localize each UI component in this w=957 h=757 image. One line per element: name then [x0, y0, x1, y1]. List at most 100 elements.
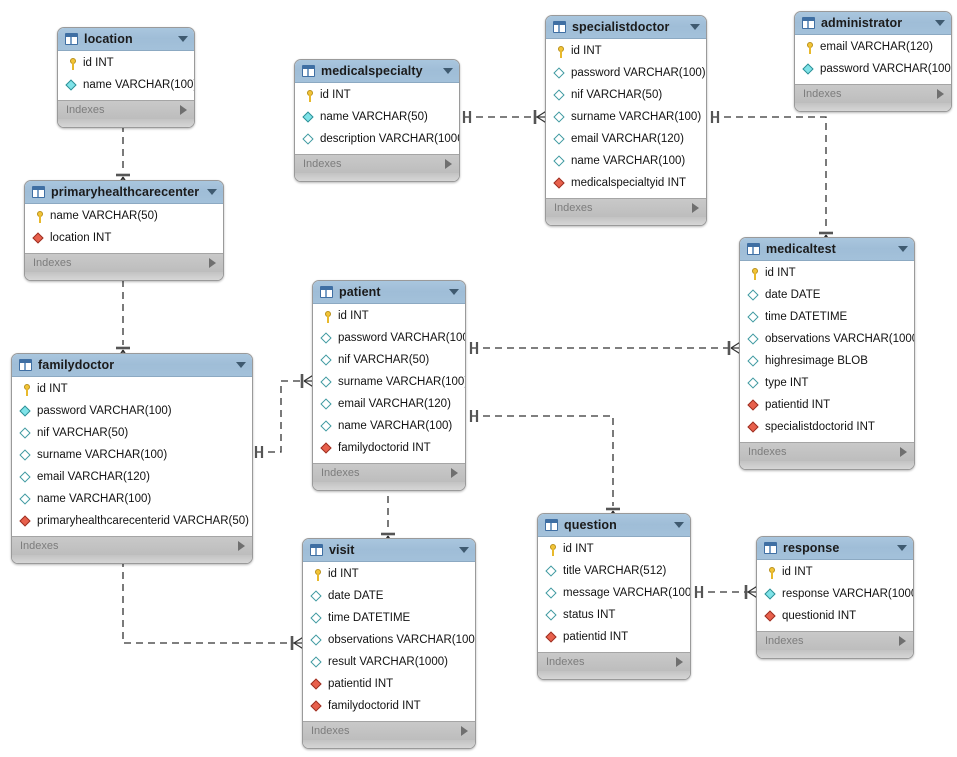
column-row[interactable]: name VARCHAR(100) — [546, 151, 706, 173]
column-row[interactable]: patientid INT — [303, 674, 475, 696]
column-row[interactable]: date DATE — [740, 285, 914, 307]
column-row[interactable]: questionid INT — [757, 606, 913, 628]
chevron-down-icon[interactable] — [443, 68, 453, 74]
chevron-down-icon[interactable] — [207, 189, 217, 195]
indexes-section-familydoctor[interactable]: Indexes — [12, 536, 252, 555]
indexes-section-location[interactable]: Indexes — [58, 100, 194, 119]
triangle-right-icon[interactable] — [692, 203, 699, 213]
column-row[interactable]: patientid INT — [538, 627, 690, 649]
chevron-down-icon[interactable] — [898, 246, 908, 252]
indexes-section-medicaltest[interactable]: Indexes — [740, 442, 914, 461]
column-row[interactable]: primaryhealthcarecenterid VARCHAR(50) — [12, 511, 252, 533]
column-row[interactable]: nif VARCHAR(50) — [12, 423, 252, 445]
column-row[interactable]: surname VARCHAR(100) — [12, 445, 252, 467]
column-row[interactable]: name VARCHAR(100) — [58, 75, 194, 97]
indexes-section-question[interactable]: Indexes — [538, 652, 690, 671]
indexes-section-patient[interactable]: Indexes — [313, 463, 465, 482]
column-row[interactable]: surname VARCHAR(100) — [546, 107, 706, 129]
chevron-down-icon[interactable] — [459, 547, 469, 553]
column-row[interactable]: name VARCHAR(50) — [295, 107, 459, 129]
column-row[interactable]: id INT — [757, 562, 913, 584]
chevron-down-icon[interactable] — [897, 545, 907, 551]
table-header-medicaltest[interactable]: medicaltest — [740, 238, 914, 261]
column-row[interactable]: response VARCHAR(1000) — [757, 584, 913, 606]
column-row[interactable]: message VARCHAR(1000) — [538, 583, 690, 605]
chevron-down-icon[interactable] — [449, 289, 459, 295]
column-row[interactable]: date DATE — [303, 586, 475, 608]
column-row[interactable]: password VARCHAR(100) — [546, 63, 706, 85]
indexes-section-specialistdoctor[interactable]: Indexes — [546, 198, 706, 217]
column-row[interactable]: name VARCHAR(50) — [25, 206, 223, 228]
column-row[interactable]: time DATETIME — [303, 608, 475, 630]
column-row[interactable]: id INT — [538, 539, 690, 561]
triangle-right-icon[interactable] — [461, 726, 468, 736]
table-header-question[interactable]: question — [538, 514, 690, 537]
column-row[interactable]: email VARCHAR(120) — [546, 129, 706, 151]
column-row[interactable]: nif VARCHAR(50) — [546, 85, 706, 107]
table-header-primaryhealthcarecenter[interactable]: primaryhealthcarecenter — [25, 181, 223, 204]
column-row[interactable]: name VARCHAR(100) — [12, 489, 252, 511]
column-row[interactable]: patientid INT — [740, 395, 914, 417]
indexes-section-medicalspecialty[interactable]: Indexes — [295, 154, 459, 173]
column-row[interactable]: email VARCHAR(120) — [795, 37, 951, 59]
column-row[interactable]: observations VARCHAR(1000) — [303, 630, 475, 652]
table-header-familydoctor[interactable]: familydoctor — [12, 354, 252, 377]
column-row[interactable]: time DATETIME — [740, 307, 914, 329]
column-row[interactable]: familydoctorid INT — [303, 696, 475, 718]
triangle-right-icon[interactable] — [937, 89, 944, 99]
column-row[interactable]: id INT — [313, 306, 465, 328]
table-header-response[interactable]: response — [757, 537, 913, 560]
table-header-medicalspecialty[interactable]: medicalspecialty — [295, 60, 459, 83]
column-row[interactable]: status INT — [538, 605, 690, 627]
column-row[interactable]: password VARCHAR(100) — [795, 59, 951, 81]
chevron-down-icon[interactable] — [178, 36, 188, 42]
chevron-down-icon[interactable] — [690, 24, 700, 30]
indexes-section-administrator[interactable]: Indexes — [795, 84, 951, 103]
table-header-administrator[interactable]: administrator — [795, 12, 951, 35]
triangle-right-icon[interactable] — [445, 159, 452, 169]
triangle-right-icon[interactable] — [451, 468, 458, 478]
indexes-section-response[interactable]: Indexes — [757, 631, 913, 650]
column-row[interactable]: observations VARCHAR(1000) — [740, 329, 914, 351]
indexes-section-visit[interactable]: Indexes — [303, 721, 475, 740]
triangle-right-icon[interactable] — [238, 541, 245, 551]
triangle-right-icon[interactable] — [180, 105, 187, 115]
column-row[interactable]: email VARCHAR(120) — [12, 467, 252, 489]
chevron-down-icon[interactable] — [236, 362, 246, 368]
column-row[interactable]: description VARCHAR(1000) — [295, 129, 459, 151]
column-row[interactable]: result VARCHAR(1000) — [303, 652, 475, 674]
triangle-right-icon[interactable] — [899, 636, 906, 646]
chevron-down-icon[interactable] — [674, 522, 684, 528]
table-header-visit[interactable]: visit — [303, 539, 475, 562]
column-row[interactable]: surname VARCHAR(100) — [313, 372, 465, 394]
column-row[interactable]: familydoctorid INT — [313, 438, 465, 460]
table-header-location[interactable]: location — [58, 28, 194, 51]
column-row[interactable]: title VARCHAR(512) — [538, 561, 690, 583]
column-row[interactable]: location INT — [25, 228, 223, 250]
column-row[interactable]: id INT — [303, 564, 475, 586]
column-row[interactable]: highresimage BLOB — [740, 351, 914, 373]
triangle-right-icon[interactable] — [209, 258, 216, 268]
column-row[interactable]: password VARCHAR(100) — [313, 328, 465, 350]
column-row[interactable]: name VARCHAR(100) — [313, 416, 465, 438]
column-row[interactable]: medicalspecialtyid INT — [546, 173, 706, 195]
column-row[interactable]: password VARCHAR(100) — [12, 401, 252, 423]
column-row[interactable]: id INT — [295, 85, 459, 107]
table-header-specialistdoctor[interactable]: specialistdoctor — [546, 16, 706, 39]
table-header-patient[interactable]: patient — [313, 281, 465, 304]
column-row[interactable]: email VARCHAR(120) — [313, 394, 465, 416]
column-row[interactable]: id INT — [12, 379, 252, 401]
column-row[interactable]: type INT — [740, 373, 914, 395]
column-row[interactable]: id INT — [740, 263, 914, 285]
